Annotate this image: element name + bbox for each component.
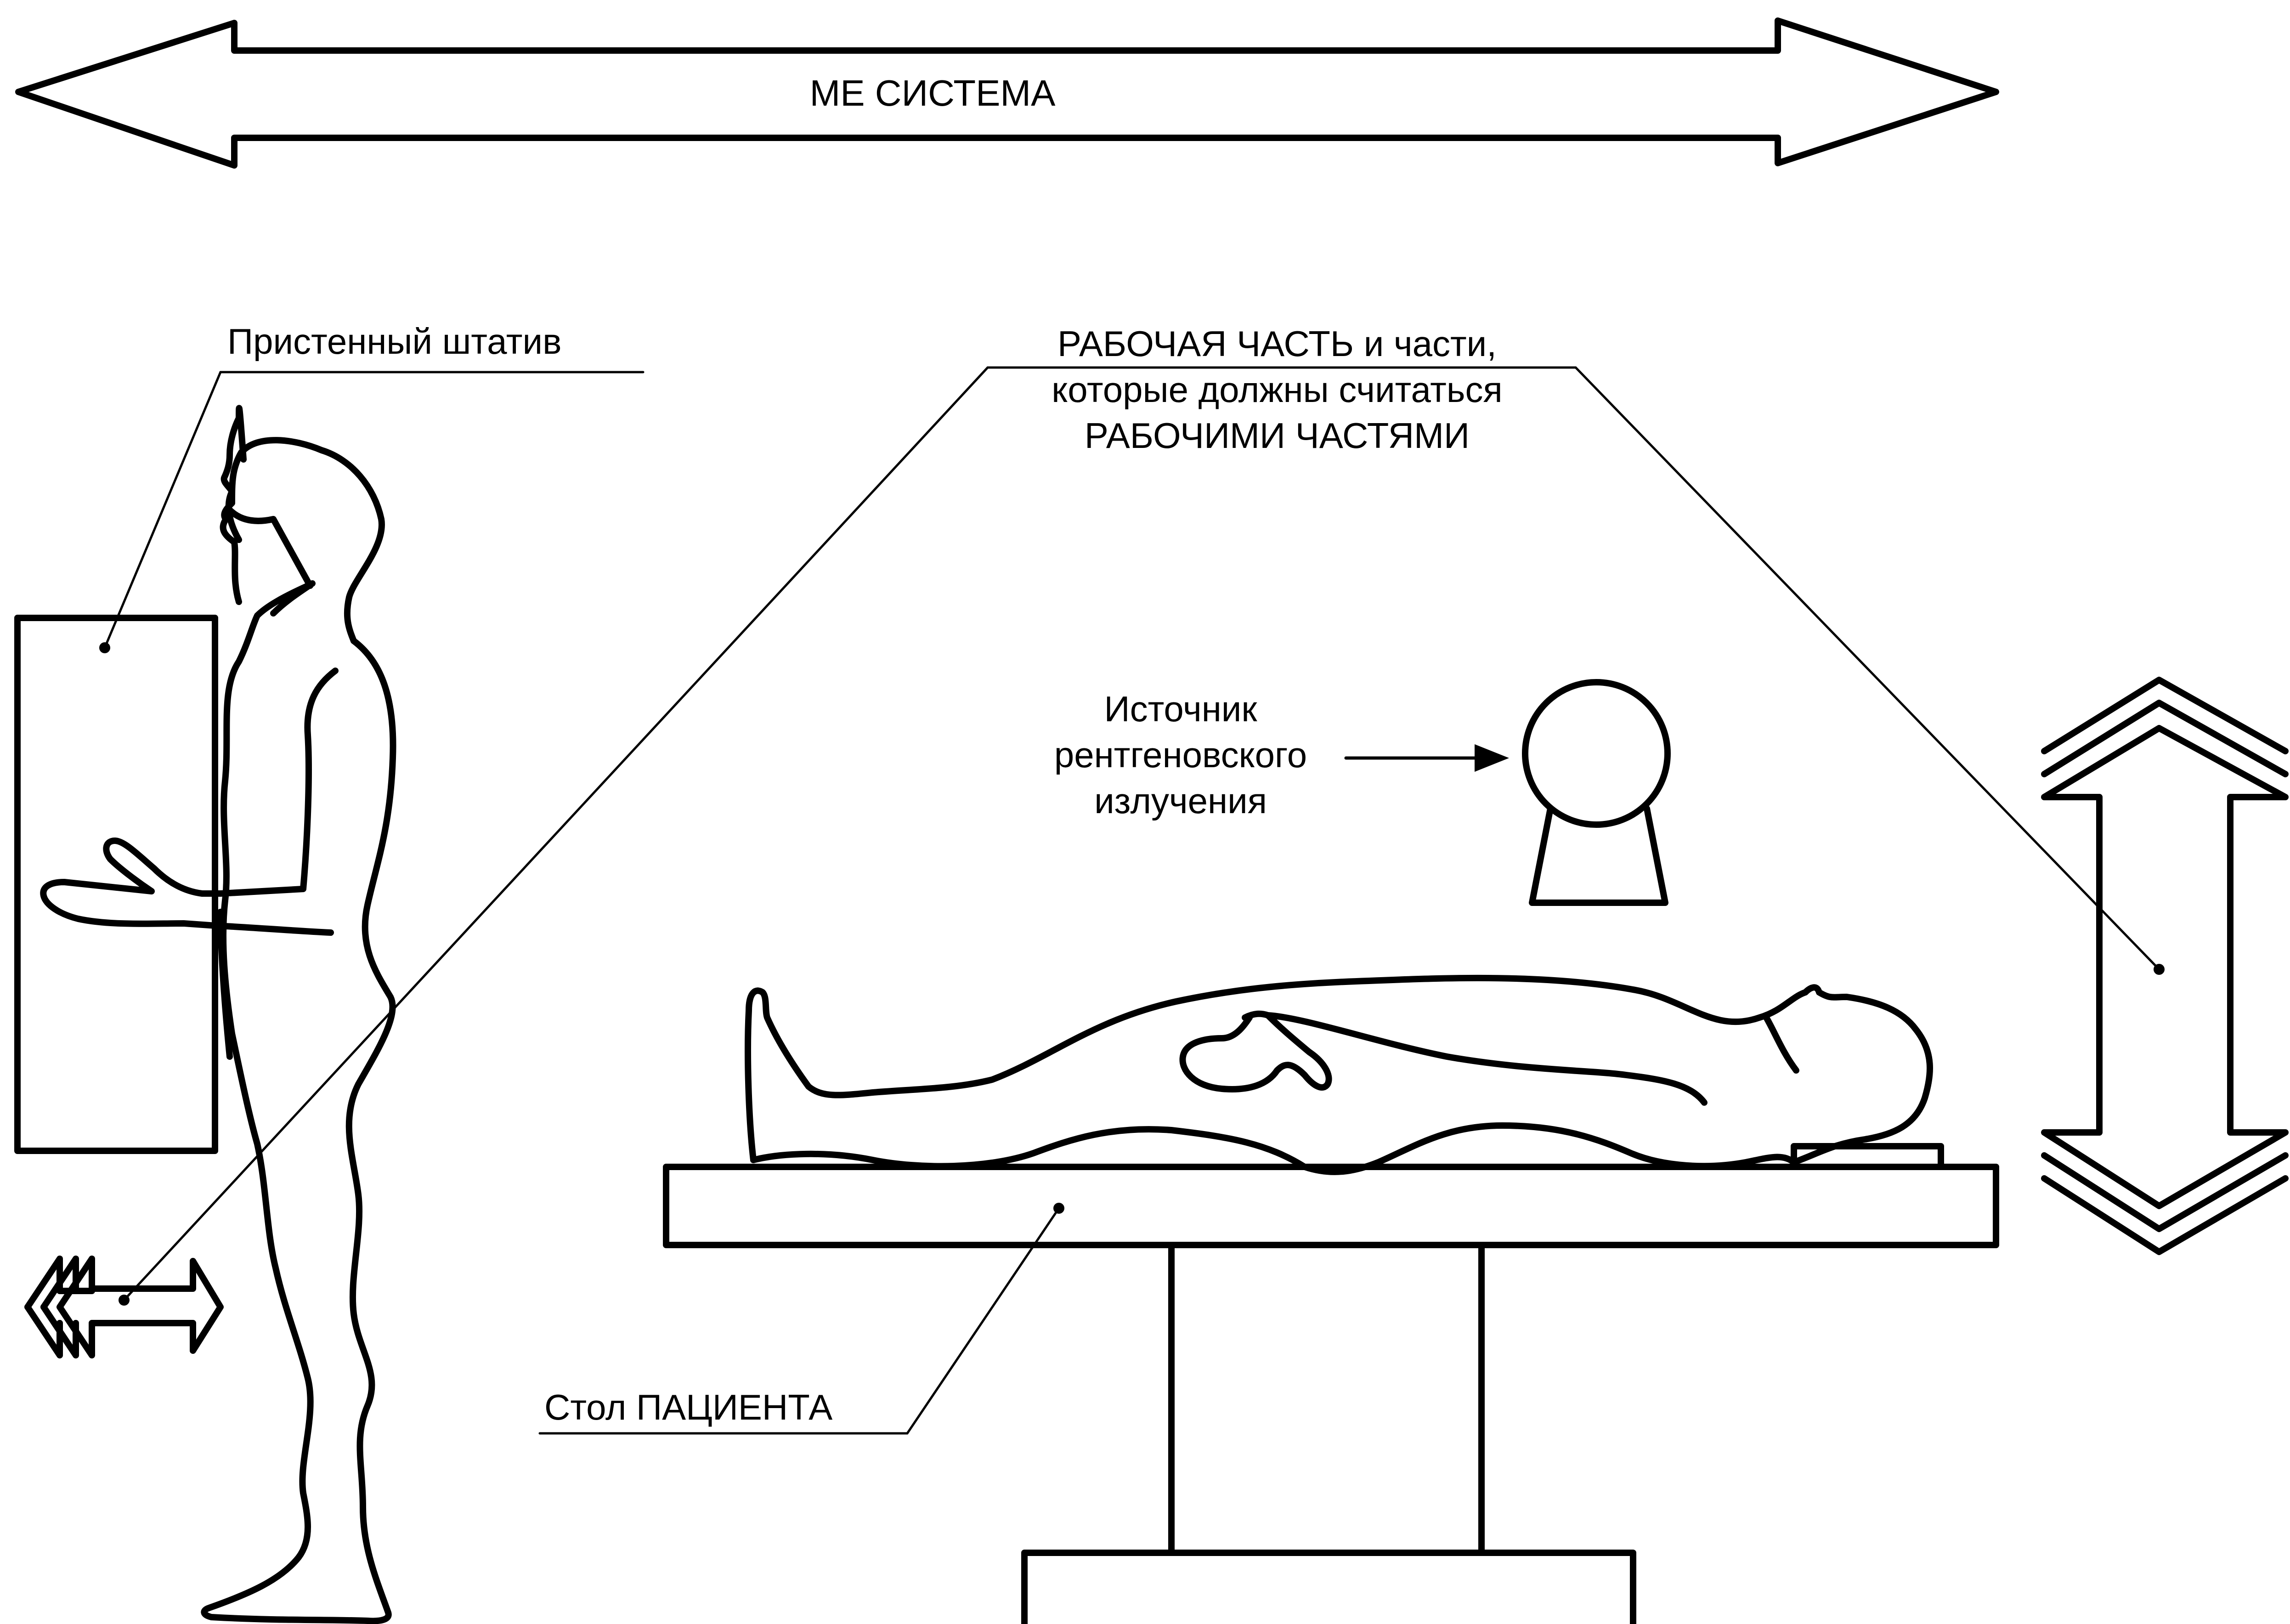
- table-column: [1171, 1245, 1481, 1553]
- lying-patient-shoulder: [1245, 1014, 1268, 1018]
- horizontal-arrow-main: [60, 1259, 221, 1355]
- patient-table-label: Стол ПАЦИЕНТА: [544, 1387, 832, 1427]
- vertical-arrow-bottom-back2: [2044, 1178, 2285, 1252]
- me-system-arrow: МЕ СИСТЕМА: [18, 21, 1996, 165]
- wall-stand: Пристенный штатив: [17, 321, 643, 1151]
- xray-source: Источник рентгеновского излучения: [1054, 682, 1668, 903]
- applied-part-line1: РАБОЧАЯ ЧАСТЬ и части,: [1057, 323, 1497, 364]
- me-system-label: МЕ СИСТЕМА: [810, 73, 1056, 113]
- standing-patient-head: [223, 440, 382, 641]
- wall-stand-leader-dot: [99, 642, 110, 653]
- horizontal-arrow-tail1: [28, 1307, 60, 1355]
- applied-part-line3: РАБОЧИМИ ЧАСТЯМИ: [1085, 415, 1470, 456]
- lying-patient: [748, 978, 1930, 1172]
- patient-table: Стол ПАЦИЕНТА: [540, 1146, 1996, 1624]
- table-top: [666, 1167, 1996, 1245]
- wall-stand-label: Пристенный штатив: [227, 321, 562, 362]
- xray-source-line1: Источник: [1104, 689, 1258, 729]
- table-base: [1024, 1553, 1633, 1624]
- xray-tube-head: [1525, 682, 1668, 825]
- applied-part-line2: которые должны считаться: [1052, 369, 1503, 410]
- lying-patient-outline: [748, 978, 1930, 1162]
- vertical-arrow-main: [2044, 728, 2285, 1206]
- wall-stand-leader: [105, 372, 221, 648]
- xray-source-line2: рентгеновского: [1054, 735, 1307, 775]
- standing-patient-arm-front: [43, 671, 335, 933]
- horizontal-movement-arrow: [28, 1259, 221, 1355]
- vertical-arrow-bottom-back1: [2044, 1155, 2285, 1229]
- vertical-arrow-top-back2: [2044, 680, 2285, 751]
- lying-patient-arm: [1182, 1015, 1704, 1103]
- lying-patient-neck: [1766, 1018, 1796, 1070]
- vertical-arrow-dot: [2154, 964, 2165, 975]
- vertical-movement-arrow: [2044, 680, 2285, 1252]
- standing-patient-back: [204, 586, 393, 1621]
- vertical-arrow-top-back1: [2044, 703, 2285, 774]
- xray-source-arrowhead: [1475, 744, 1509, 772]
- xray-source-line3: излучения: [1094, 781, 1267, 821]
